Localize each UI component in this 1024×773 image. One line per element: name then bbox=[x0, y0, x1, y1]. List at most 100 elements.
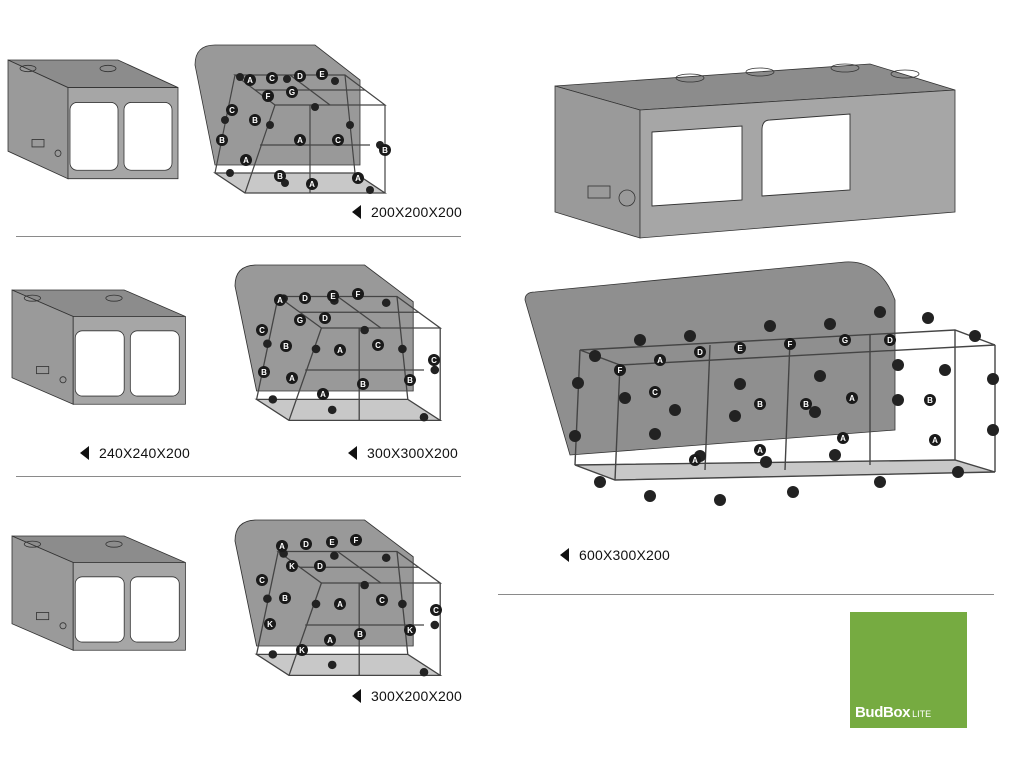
part-letter-marker: F bbox=[614, 364, 626, 376]
part-letter: A bbox=[757, 446, 763, 455]
part-letter-marker: A bbox=[846, 392, 858, 404]
part-letter: D bbox=[303, 540, 309, 549]
part-letter-marker: B bbox=[379, 144, 391, 156]
part-letter-marker: C bbox=[256, 574, 268, 586]
part-letter-marker: C bbox=[430, 604, 442, 616]
part-letter: G bbox=[297, 316, 303, 325]
part-letter: A bbox=[355, 174, 361, 183]
part-letter-marker: B bbox=[354, 628, 366, 640]
part-letter-marker: B bbox=[258, 366, 270, 378]
part-letter-marker: B bbox=[404, 374, 416, 386]
part-letter: A bbox=[337, 346, 343, 355]
part-letter-marker: C bbox=[428, 354, 440, 366]
part-letter-marker: C bbox=[376, 594, 388, 606]
part-letter-marker: B bbox=[279, 592, 291, 604]
part-letter: D bbox=[302, 294, 308, 303]
part-letter: A bbox=[932, 436, 938, 445]
part-letter: B bbox=[407, 376, 413, 385]
part-letter-marker: A bbox=[276, 540, 288, 552]
part-letter-marker: A bbox=[294, 134, 306, 146]
part-letter: C bbox=[259, 326, 265, 335]
size-text: 300X200X200 bbox=[371, 688, 462, 704]
logo-brand: BudBox bbox=[855, 704, 911, 721]
part-letter: F bbox=[354, 536, 359, 545]
part-letter: B bbox=[382, 146, 388, 155]
size-text: 600X300X200 bbox=[579, 547, 670, 563]
part-letter-marker: K bbox=[404, 624, 416, 636]
part-letter: D bbox=[317, 562, 323, 571]
part-letter-marker: D bbox=[299, 292, 311, 304]
part-letter: A bbox=[692, 456, 698, 465]
part-letter: C bbox=[431, 356, 437, 365]
part-letter-marker: C bbox=[372, 339, 384, 351]
part-letter: F bbox=[356, 290, 361, 299]
pointer-arrow-icon bbox=[348, 446, 357, 460]
pointer-arrow-icon bbox=[80, 446, 89, 460]
part-letter-marker: A bbox=[837, 432, 849, 444]
part-letter: C bbox=[259, 576, 265, 585]
part-letter: A bbox=[243, 156, 249, 165]
part-letter: K bbox=[407, 626, 413, 635]
part-letter: C bbox=[433, 606, 439, 615]
size-label-200x200x200: 200X200X200 bbox=[352, 204, 462, 220]
part-letter: B bbox=[757, 400, 763, 409]
part-letter: B bbox=[277, 172, 283, 181]
row-divider-1 bbox=[16, 236, 461, 237]
part-letter: A bbox=[277, 296, 283, 305]
part-letter-marker: A bbox=[334, 344, 346, 356]
part-letter-marker: B bbox=[800, 398, 812, 410]
part-letter: D bbox=[297, 72, 303, 81]
part-letter: C bbox=[375, 341, 381, 350]
part-letter-marker: K bbox=[296, 644, 308, 656]
part-letter: E bbox=[319, 70, 325, 79]
part-letter-marker: E bbox=[327, 290, 339, 302]
size-text: 200X200X200 bbox=[371, 204, 462, 220]
part-letter-marker: A bbox=[352, 172, 364, 184]
part-letter-marker: B bbox=[274, 170, 286, 182]
part-letter: A bbox=[840, 434, 846, 443]
size-text: 300X300X200 bbox=[367, 445, 458, 461]
tent-240x240x200-illustration bbox=[11, 289, 186, 405]
part-letter-marker: A bbox=[306, 178, 318, 190]
part-letter-marker: G bbox=[294, 314, 306, 326]
frame-300x300x200-illustration bbox=[234, 264, 441, 423]
right-divider bbox=[498, 594, 994, 595]
part-letter: D bbox=[697, 348, 703, 357]
part-letter: C bbox=[652, 388, 658, 397]
part-letter: B bbox=[261, 368, 267, 377]
part-letter-marker: B bbox=[280, 340, 292, 352]
part-letter: A bbox=[657, 356, 663, 365]
part-letter: B bbox=[283, 342, 289, 351]
part-letter-marker: C bbox=[226, 104, 238, 116]
part-letter-marker: B bbox=[216, 134, 228, 146]
part-letter-marker: D bbox=[294, 70, 306, 82]
part-letter-marker: C bbox=[649, 386, 661, 398]
part-letter: E bbox=[329, 538, 335, 547]
row-divider-2 bbox=[16, 476, 461, 477]
part-letter: F bbox=[618, 366, 623, 375]
size-label-300x300x200: 300X300X200 bbox=[348, 445, 458, 461]
part-letter-marker: A bbox=[274, 294, 286, 306]
part-letter: B bbox=[803, 400, 809, 409]
size-label-600x300x200: 600X300X200 bbox=[560, 547, 670, 563]
part-letter: A bbox=[247, 76, 253, 85]
part-letter-marker: B bbox=[249, 114, 261, 126]
part-letter: B bbox=[360, 380, 366, 389]
part-letter: A bbox=[297, 136, 303, 145]
part-letter: B bbox=[252, 116, 258, 125]
part-letter-marker: A bbox=[324, 634, 336, 646]
part-letter: A bbox=[320, 390, 326, 399]
part-letter: B bbox=[927, 396, 933, 405]
part-letter: G bbox=[842, 336, 848, 345]
part-letter: G bbox=[289, 88, 295, 97]
part-letter-marker: C bbox=[266, 72, 278, 84]
pointer-arrow-icon bbox=[560, 548, 569, 562]
pointer-arrow-icon bbox=[352, 689, 361, 703]
part-letter: A bbox=[309, 180, 315, 189]
part-letter: A bbox=[337, 600, 343, 609]
part-letter-marker: E bbox=[326, 536, 338, 548]
part-letter-marker: A bbox=[754, 444, 766, 456]
part-letter-marker: G bbox=[286, 86, 298, 98]
